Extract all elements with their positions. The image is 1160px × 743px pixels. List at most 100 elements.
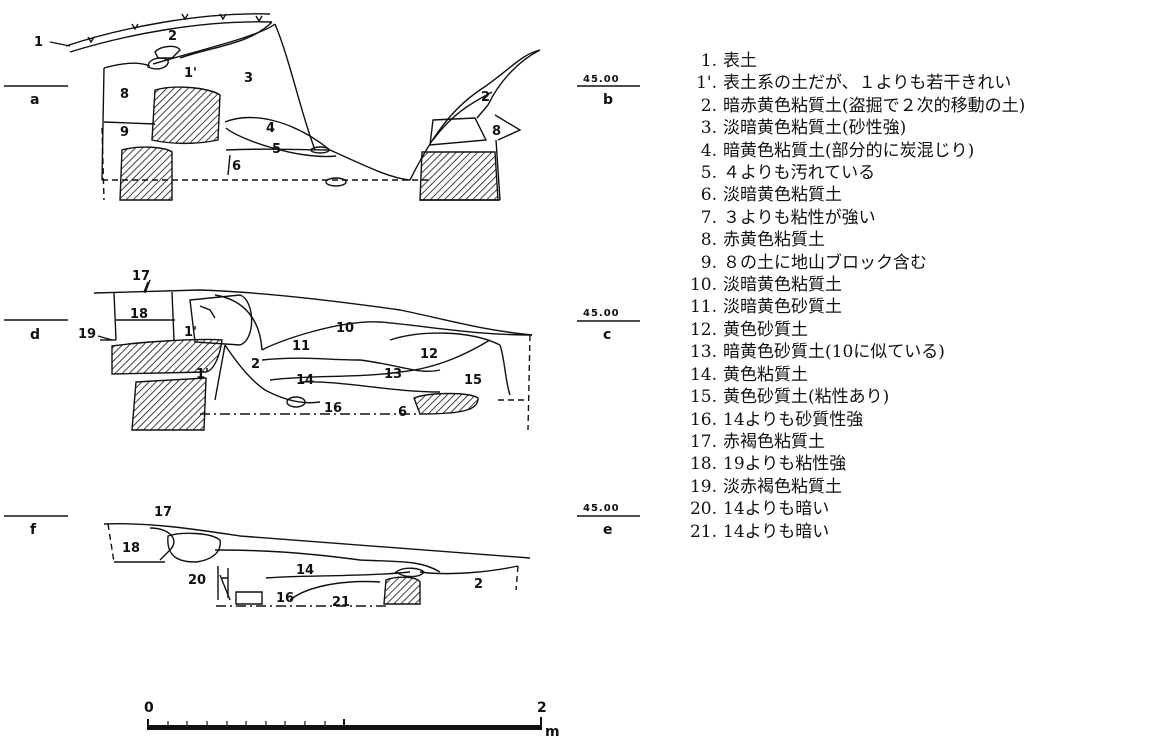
- legend-item: 8. 赤黄色粘質土: [683, 229, 1025, 251]
- legend-item: 14. 黄色粘質土: [683, 364, 1025, 386]
- scale-bar: 0 2 m: [144, 700, 560, 740]
- scale-unit-label: m: [545, 724, 560, 740]
- section-point-label: d: [30, 327, 40, 343]
- section-point-label: e: [603, 522, 613, 538]
- legend-item: 12. 黄色砂質土: [683, 319, 1025, 341]
- elevation-label: 45.00: [583, 74, 620, 85]
- layer-label: 12: [420, 347, 438, 362]
- legend-item: 17.赤褐色粘質土: [683, 431, 1025, 453]
- legend-item: 3. 淡暗黄色粘質土(砂性強): [683, 117, 1025, 139]
- legend-number: 14.: [689, 364, 717, 385]
- layer-label: 1: [34, 35, 43, 50]
- legend-text: 淡赤褐色粘質土: [723, 476, 842, 497]
- layer-label: 21: [332, 595, 350, 610]
- legend-number: 15.: [689, 387, 717, 408]
- legend-item: 9.８の土に地山ブロック含む: [683, 252, 1025, 274]
- legend-item: 1'. 表土系の土だが、１よりも若干きれい: [683, 72, 1025, 94]
- legend-number: 9.: [700, 252, 717, 273]
- layer-label: 1': [184, 325, 197, 340]
- legend-item: 10. 淡暗黄色粘質土: [683, 274, 1025, 296]
- layer-label: 2: [251, 357, 260, 372]
- layer-label: 15: [464, 373, 482, 388]
- legend-text: 淡暗黄色粘質土: [723, 185, 842, 206]
- legend-item: 4. 暗黄色粘質土(部分的に炭混じり): [683, 140, 1025, 162]
- legend-text: 黄色粘質土: [723, 364, 808, 385]
- legend-text: 赤黄色粘質土: [723, 230, 825, 251]
- legend-number: 4.: [700, 140, 717, 161]
- legend-number: 11.: [689, 297, 717, 318]
- legend-text: 淡暗黄色砂質土: [723, 297, 842, 318]
- legend-text: 淡暗黄色粘質土: [723, 275, 842, 296]
- layer-label: 13: [384, 367, 402, 382]
- layer-label: 19: [78, 327, 96, 342]
- legend-number: 2.: [700, 95, 717, 116]
- legend-text: ４よりも汚れている: [723, 163, 876, 184]
- layer-label: 16: [276, 591, 294, 606]
- legend-text: 19よりも粘性強: [723, 454, 847, 475]
- legend-item: 19. 淡赤褐色粘質土: [683, 476, 1025, 498]
- legend-item: 7.３よりも粘性が強い: [683, 207, 1025, 229]
- layer-label: 3: [244, 71, 253, 86]
- legend-number: 18.: [689, 454, 717, 475]
- legend-number: 1.: [700, 51, 717, 71]
- legend-text: 黄色砂質土(粘性あり): [723, 387, 890, 408]
- legend-item: 18. 19よりも粘性強: [683, 453, 1025, 475]
- elevation-label: 45.00: [583, 308, 620, 319]
- section-d-c-labels: 17 18 19 1' 10 11 12 2 1' 14 13 15 16 6 …: [30, 269, 620, 420]
- section-point-label: f: [30, 522, 37, 538]
- layer-label: 2: [474, 577, 483, 592]
- legend-item: 1.表土: [683, 50, 1025, 72]
- layer-label: 18: [122, 541, 140, 556]
- section-point-label: c: [603, 327, 611, 343]
- section-point-label: b: [603, 92, 613, 108]
- legend-text: 暗黄色砂質土(10に似ている): [723, 342, 945, 363]
- legend-item: 5. ４よりも汚れている: [683, 162, 1025, 184]
- section-a-b-labels: 1 2 3 1' 8 9 4 5 6 2 8 a 45.00 b: [30, 29, 620, 174]
- legend-item: 16.14よりも砂質性強: [683, 409, 1025, 431]
- legend-number: 12.: [689, 319, 717, 340]
- legend-text: 14よりも暗い: [723, 499, 830, 520]
- legend-text: 14よりも暗い: [723, 521, 830, 542]
- layer-label: 11: [292, 339, 310, 354]
- legend-text: 黄色砂質土: [723, 319, 808, 340]
- layer-label: 20: [188, 573, 206, 588]
- legend-text: ３よりも粘性が強い: [723, 207, 876, 228]
- layer-label: 17: [154, 505, 172, 520]
- layer-label: 14: [296, 373, 314, 388]
- legend-text: 暗赤黄色粘質土(盗掘で２次的移動の土): [723, 95, 1026, 116]
- legend-number: 8.: [700, 230, 717, 251]
- legend-number: 10.: [689, 275, 717, 296]
- section-f-e-labels: 17 18 20 14 2 16 21 f 45.00 e: [30, 503, 620, 610]
- legend-number: 19.: [689, 476, 717, 497]
- legend-text: 表土系の土だが、１よりも若干きれい: [723, 73, 1012, 94]
- legend-item: 21. 14よりも暗い: [683, 521, 1025, 543]
- layer-label: 2: [168, 29, 177, 44]
- layer-label: 2: [481, 90, 490, 105]
- layer-label: 8: [492, 124, 501, 139]
- section-d-c: [4, 279, 640, 431]
- legend-text: 淡暗黄色粘質土(砂性強): [723, 118, 907, 139]
- legend-item: 15. 黄色砂質土(粘性あり): [683, 386, 1025, 408]
- legend-number: 3.: [700, 118, 717, 139]
- legend-number: 20.: [689, 499, 717, 520]
- layer-label: 1': [196, 367, 209, 382]
- legend-text: 暗黄色粘質土(部分的に炭混じり): [723, 140, 975, 161]
- legend-number: 16.: [689, 409, 717, 430]
- legend-number: 21.: [689, 521, 717, 542]
- legend-number: 13.: [689, 342, 717, 363]
- legend-item: 2. 暗赤黄色粘質土(盗掘で２次的移動の土): [683, 95, 1026, 117]
- legend-number: 6.: [700, 185, 717, 206]
- layer-label: 17: [132, 269, 150, 284]
- legend-number: 17.: [689, 431, 717, 452]
- layer-label: 16: [324, 401, 342, 416]
- elevation-label: 45.00: [583, 503, 620, 514]
- legend-number: 5.: [700, 163, 717, 184]
- legend-number: 1'.: [696, 73, 717, 94]
- legend-item: 11. 淡暗黄色砂質土: [683, 296, 1025, 318]
- layer-label: 18: [130, 307, 148, 322]
- scale-end-label: 2: [537, 700, 547, 716]
- section-a-b: [4, 13, 640, 201]
- scale-start-label: 0: [144, 700, 154, 716]
